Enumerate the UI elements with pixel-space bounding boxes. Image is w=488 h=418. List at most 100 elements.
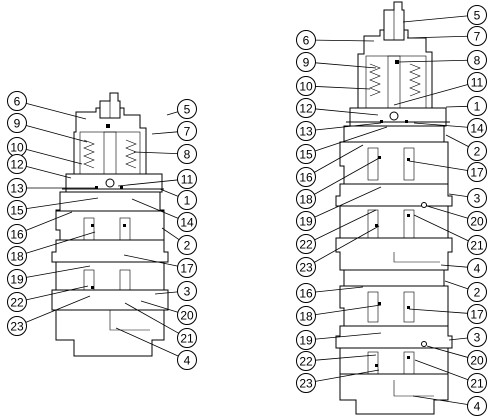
assembly-single-drawing [51,92,169,357]
callout-balloon [177,235,197,255]
leader-line [26,265,91,278]
leader-line [140,300,179,313]
callout-number: 3 [474,331,481,345]
port-marker-d2 [407,356,410,359]
callout-balloon [7,200,27,220]
oring-3 [421,341,427,347]
callout-balloon [7,269,27,289]
leader-line [445,105,468,108]
leader-line [166,111,179,116]
leader-line [314,156,382,195]
callout-number: 8 [474,54,481,68]
callout-number: 10 [10,141,24,155]
port-marker-b2 [407,214,410,217]
callout-balloon [7,246,27,266]
callout-balloon [7,292,27,312]
leader-line [26,285,89,301]
leader-line [26,103,87,120]
callout-balloon [467,304,487,324]
callout-number: 22 [299,238,313,252]
leader-line [413,214,469,242]
body-stage-1 [55,191,165,241]
callout-number: 9 [14,117,21,131]
callout-number: 22 [10,296,24,310]
leader-line [314,186,382,218]
callout-number: 17 [470,308,484,322]
leader-line [124,302,179,334]
leader-line [393,84,468,106]
callout-number: 18 [299,193,313,207]
callout-balloon [467,396,487,416]
callout-balloon [467,258,487,278]
callout-number: 2 [474,145,481,159]
callout-number: 2 [184,239,191,253]
callout-number: 17 [470,166,484,180]
seat-marker-1 [95,186,98,189]
leader-line [315,369,380,382]
callout-balloon [467,211,487,231]
callout-number: 16 [299,171,313,185]
callout-number: 3 [474,192,481,206]
leader-line [315,86,371,90]
callout-balloon [7,316,27,336]
callout-balloon [296,189,316,209]
callout-balloon [467,350,487,370]
body-stage-2 [51,239,169,291]
callout-balloon [467,188,487,208]
leader-line [315,304,382,316]
callout-balloon [177,121,197,141]
body-stage-a [339,125,449,185]
callout-balloon [296,76,316,96]
leader-line [448,193,468,198]
leader-line [315,39,375,42]
callout-number: 14 [470,122,484,136]
seat-marker-2 [120,186,123,189]
callout-balloon [467,373,487,393]
lower-marker-1 [91,286,94,289]
callout-number: 3 [184,285,191,299]
leader-line [25,295,91,323]
leader-line [445,134,469,147]
callout-balloon [467,26,487,46]
callout-number: 16 [10,228,24,242]
leader-line [398,59,468,63]
port-a2 [403,147,415,181]
callout-balloon [296,167,316,187]
leader-line [440,264,468,268]
callout-balloon [296,144,316,164]
callout-balloon [177,99,197,119]
stem-marker-2 [395,60,399,64]
callout-number: 18 [299,310,313,324]
leader-line [133,151,178,155]
callout-number: 14 [180,216,194,230]
callout-balloon [177,212,197,232]
callout-number: 20 [470,215,484,229]
spring-right-2 [409,63,421,97]
leader-line [151,131,178,135]
callout-balloon [7,154,27,174]
callout-number: 6 [14,95,21,109]
leader-line [25,231,96,254]
callout-balloon [296,121,316,141]
leader-line [412,395,468,405]
callout-number: 6 [303,34,310,48]
callout-balloon [467,235,487,255]
seat-marker-3 [380,120,383,123]
port-marker-b1 [375,224,378,227]
callout-balloon [177,169,197,189]
port-marker-a2 [407,158,410,161]
callout-number: 2 [474,286,481,300]
callout-balloon [467,282,487,302]
leader-line [314,126,388,152]
callout-number: 4 [474,400,481,414]
callout-number: 17 [180,262,194,276]
leader-line [315,108,379,116]
callout-number: 19 [299,215,313,229]
callout-number: 12 [10,158,24,172]
leader-line [25,211,73,231]
callout-balloon [296,30,316,50]
callout-balloon [467,96,487,116]
callout-balloon [296,257,316,277]
